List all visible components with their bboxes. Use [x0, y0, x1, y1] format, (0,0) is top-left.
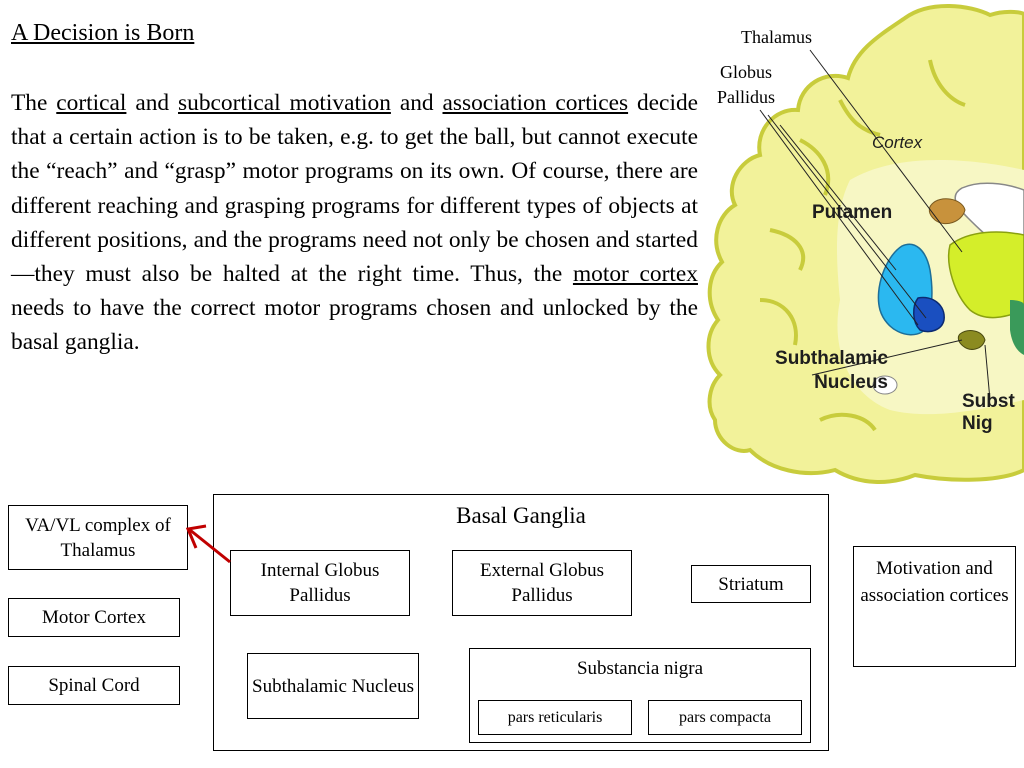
box-label: Motor Cortex	[42, 607, 146, 628]
body-paragraph: The cortical and subcortical motivation …	[11, 86, 698, 360]
text-segment: decide that a certain action is to be ta…	[11, 90, 699, 288]
pointer-subthalamic	[811, 339, 963, 376]
box-label: External Globus Pallidus	[479, 560, 604, 606]
link-motor-cortex: motor cortex	[572, 261, 698, 288]
box-pars-reticularis: pars reticularis	[478, 700, 632, 735]
box-striatum: Striatum	[691, 565, 811, 603]
globus-pallidus-shape	[913, 296, 945, 333]
pointer-putamen	[779, 124, 897, 271]
box-label: Internal Globus Pallidus	[260, 560, 380, 606]
box-spinal-cord: Spinal Cord	[8, 666, 180, 705]
box-label: VA/VL complex of Thalamus	[25, 514, 171, 561]
box-pars-compacta: pars compacta	[648, 700, 802, 735]
pointer-globus-pallidus-b	[767, 114, 927, 319]
slide-title: A Decision is Born	[11, 20, 195, 46]
text-segment: and	[390, 90, 443, 116]
label-putamen: Putamen	[812, 202, 893, 223]
box-motivation-association-cortices: Motivation and association cortices	[853, 546, 1016, 667]
box-label: Motivation and association cortices	[860, 558, 1009, 606]
box-label: Subthalamic Nucleus	[252, 675, 414, 697]
label-globus-pallidus: Globus Pallidus	[716, 62, 775, 107]
thalamus-shape	[948, 231, 1024, 319]
box-motor-cortex: Motor Cortex	[8, 598, 180, 637]
label-cortex: Cortex	[872, 133, 923, 152]
text-segment: and	[126, 90, 179, 116]
box-external-globus-pallidus: External Globus Pallidus	[452, 550, 632, 616]
link-subcortical-motivation: subcortical motivation	[178, 90, 391, 116]
box-label: pars compacta	[679, 709, 771, 726]
pointer-thalamus	[809, 49, 963, 253]
substancia-nigra-frame	[469, 648, 811, 743]
pointer-substantia	[984, 344, 991, 401]
box-label: pars reticularis	[507, 709, 603, 726]
subthalamic-shape	[957, 330, 986, 350]
brain-illustration	[706, 4, 1024, 484]
box-subthalamic-nucleus: Subthalamic Nucleus	[247, 653, 419, 719]
cortex-inner-sulcus	[759, 59, 966, 432]
label-subthalamic-nucleus: Subthalamic Nucleus	[775, 348, 888, 393]
cavity-shape	[872, 375, 898, 395]
box-internal-globus-pallidus: Internal Globus Pallidus	[230, 550, 410, 616]
label-thalamus: Thalamus	[741, 27, 812, 47]
pointer-globus-pallidus-a	[759, 109, 919, 326]
caudate-shape	[928, 198, 966, 225]
box-label: Striatum	[718, 573, 784, 595]
green-structure-shape	[1010, 300, 1024, 355]
basal-ganglia-title: Basal Ganglia	[456, 503, 586, 528]
box-label: Spinal Cord	[48, 675, 140, 696]
basal-ganglia-frame	[213, 494, 829, 751]
link-association-cortices: association cortices	[442, 90, 629, 116]
arrow-head	[185, 524, 207, 549]
text-segment: needs to have the correct motor programs…	[11, 295, 698, 356]
substancia-nigra-title: Substancia nigra	[576, 658, 704, 679]
link-cortical: cortical	[56, 90, 127, 116]
label-substantia-nigra: Subst Nig	[962, 391, 1015, 434]
text-segment: The	[11, 90, 57, 116]
box-va-vl-thalamus: VA/VL complex of Thalamus	[8, 505, 188, 570]
